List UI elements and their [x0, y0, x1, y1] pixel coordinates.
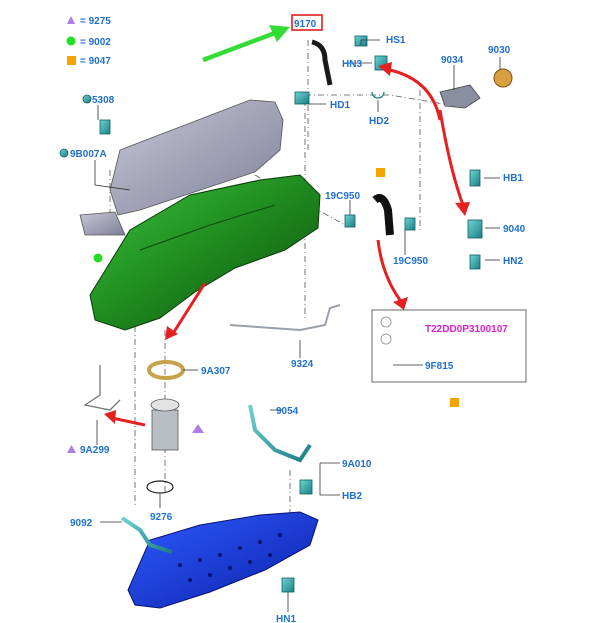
label-9054: 9054	[276, 406, 299, 417]
label-hb1: HB1	[503, 173, 523, 184]
label-9276: 9276	[150, 512, 173, 523]
square-marker-icon	[450, 398, 459, 407]
filler-hose	[311, 39, 333, 86]
vapor-hose	[372, 194, 394, 236]
square-legend-icon	[67, 56, 76, 65]
label-9a299: 9A299	[80, 445, 110, 456]
skid-plate	[127, 511, 319, 609]
connectors	[59, 35, 483, 593]
fuel-line	[229, 304, 341, 332]
label-9040: 9040	[503, 224, 526, 235]
lock-ring	[147, 360, 185, 380]
seal-ring	[146, 480, 174, 494]
triangle-marker-icon-2	[67, 445, 76, 453]
fuel-tank	[89, 174, 321, 331]
label-9034: 9034	[441, 55, 464, 66]
label-9092: 9092	[70, 518, 93, 529]
square-marker-icon-2	[376, 168, 385, 177]
fuel-pump-top	[150, 398, 180, 412]
label-hn2: HN2	[503, 256, 523, 267]
label-9f815: 9F815	[425, 361, 454, 372]
bracket-9054	[248, 404, 312, 463]
bracket-9092	[120, 516, 173, 554]
label-hd1: HD1	[330, 100, 350, 111]
label-5308: 5308	[92, 95, 115, 106]
fuel-tank-rib	[139, 204, 276, 251]
skid-plate-holes	[178, 533, 282, 582]
label-hn1: HN1	[276, 614, 296, 623]
label-t22dd0p3100107: T22DD0P3100107	[425, 324, 508, 335]
legend-9002: = 9002	[80, 37, 111, 48]
label-9a307: 9A307	[201, 366, 231, 377]
fuel-level-sensor	[83, 365, 121, 411]
label-9170: 9170	[294, 19, 317, 30]
fuel-pump-module	[151, 409, 179, 451]
label-19c950-a: 19C950	[325, 191, 360, 202]
label-9030: 9030	[488, 45, 511, 56]
leader-lines	[94, 39, 501, 612]
red-arrows	[111, 68, 465, 427]
label-hs1: HS1	[386, 35, 406, 46]
o-ring-icon	[380, 316, 392, 328]
triangle-legend-icon	[67, 16, 75, 24]
green-arrow	[202, 25, 290, 63]
highlight-box-9170	[291, 14, 323, 31]
label-19c950-b: 19C950	[393, 256, 428, 267]
o-ring-icon-2	[380, 333, 392, 345]
legend-9275: = 9275	[80, 16, 111, 27]
filler-cap	[493, 68, 513, 88]
clips	[371, 91, 385, 99]
label-hd2: HD2	[369, 116, 389, 127]
heat-shield-tab	[79, 211, 126, 236]
circle-marker-icon	[93, 253, 103, 263]
triangle-marker-icon	[192, 424, 204, 433]
label-9324: 9324	[291, 359, 314, 370]
label-hb2: HB2	[342, 491, 362, 502]
label-hn3: HN3	[342, 59, 362, 70]
legend-9047: = 9047	[80, 56, 111, 67]
red-arrowheads	[104, 62, 470, 424]
vent-valve	[439, 84, 481, 109]
label-9a010: 9A010	[342, 459, 372, 470]
label-9b007a: 9B007A	[70, 149, 107, 160]
legend: = 9275 = 9002 = 9047	[66, 16, 111, 67]
kit-callout-box	[371, 309, 527, 383]
circle-legend-icon	[66, 36, 76, 46]
heat-shield	[109, 99, 284, 216]
